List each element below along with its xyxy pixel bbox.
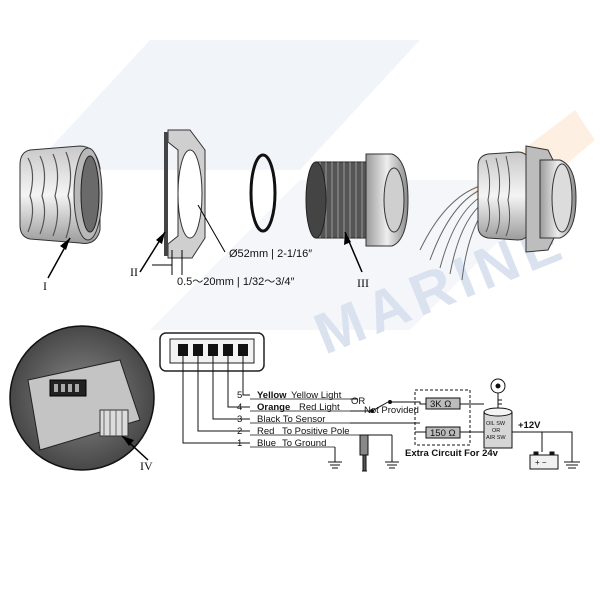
wire-2-pin: 2 [237,426,242,437]
part-I-nut: I [19,145,103,293]
external-circuit: OR Not Provided 3K Ω 150 Ω Extra Circuit… [328,378,580,472]
switch-label-air: AIR SW [486,435,506,441]
resistor-150-label: 150 Ω [430,428,456,439]
connector-block [159,332,265,372]
label-I: I [43,279,47,293]
assembled-gauge [419,145,577,281]
extra-circuit-label: Extra Circuit For 24v [405,448,499,459]
wire-2-function: To Positive Pole [282,426,350,437]
wire-3-pin: 3 [237,414,242,425]
wire-4-pin: 4 [237,402,242,413]
wire-1-pin: 1 [237,438,242,449]
o-ring [249,153,277,233]
panel-thickness-label: 0.5～20mm | 1/32～3/4″ [177,276,295,288]
pin-5 [178,344,188,356]
wire-1-function: To Ground [282,438,326,449]
label-III: III [357,276,369,290]
part-II-panel: II Ø52mm | 2-1/16″ 0.5～20mm | 1/32～3/4″ [130,129,312,288]
wire-harness [182,356,250,444]
resistor-3k-label: 3K Ω [430,399,451,410]
pin-3 [208,344,218,356]
wire-5-function: Yellow Light [291,390,342,401]
label-IV: IV [140,459,153,473]
switch-label-oil: OIL SW [486,421,506,427]
pin-2 [223,344,233,356]
svg-text:+ −: + − [535,458,547,467]
hole-diameter-label: Ø52mm | 2-1/16″ [229,248,312,260]
pin-4 [193,344,203,356]
voltage-label: +12V [518,420,541,431]
wire-4-color: Orange [257,402,290,413]
label-II: II [130,265,138,279]
not-provided-label: Not Provided [364,405,419,416]
wire-labels: 5 Yellow Yellow Light 4 Orange Red Light… [237,390,365,449]
wire-4-function: Red Light [299,402,340,413]
wire-5-pin: 5 [237,390,242,401]
switch-label-or: OR [492,428,500,434]
or-label: OR [351,396,365,407]
pin-1 [238,344,248,356]
connector-pins [178,344,248,356]
wire-5-color: Yellow [257,390,287,401]
wire-3-function: Black To Sensor [257,414,325,425]
part-III-threaded-body: III [305,153,409,290]
connector-zoom-view: IV [9,325,155,473]
wire-2-color: Red [257,426,274,437]
wire-1-color: Blue [257,438,276,449]
